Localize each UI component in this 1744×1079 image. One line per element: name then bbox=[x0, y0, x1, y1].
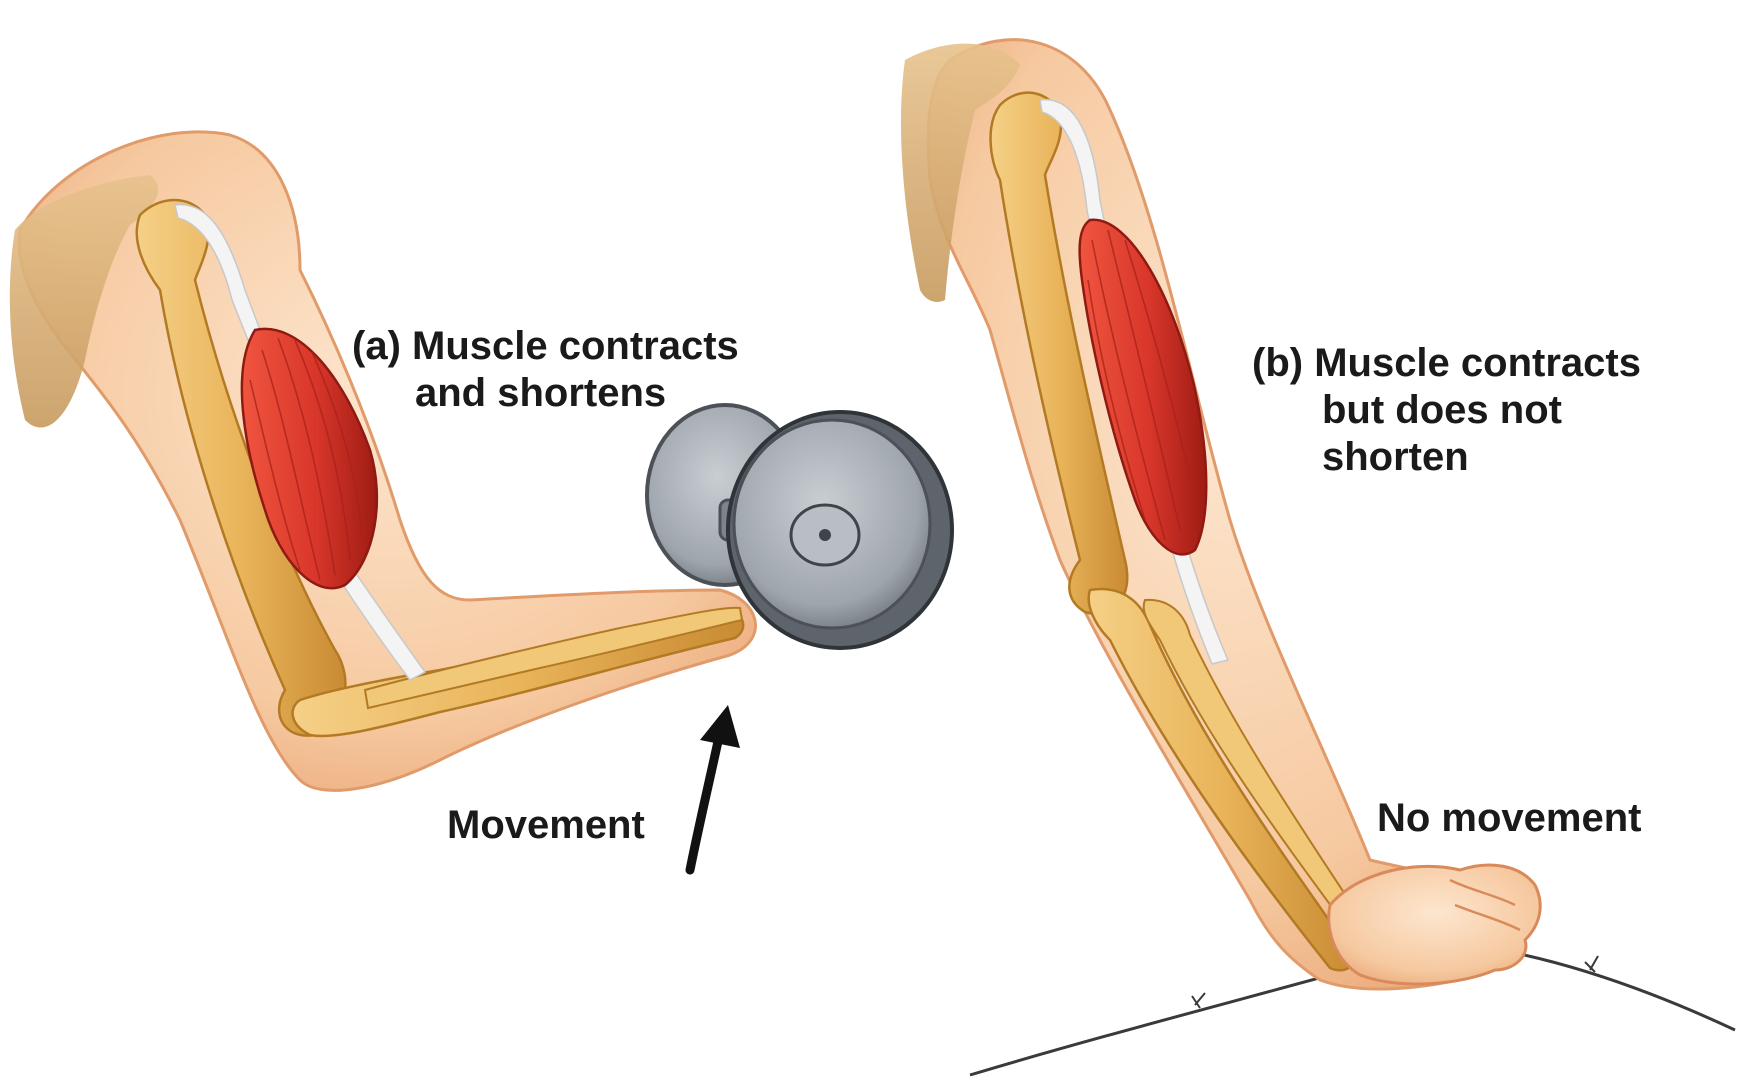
panel-a-caption: (a) Muscle contracts and shortens bbox=[352, 323, 739, 417]
no-movement-label: No movement bbox=[1377, 795, 1642, 842]
wire-barb-2 bbox=[1585, 956, 1598, 972]
panel-b-arm bbox=[901, 40, 1735, 1075]
movement-arrowhead-icon bbox=[700, 705, 740, 748]
panel-a-arm bbox=[10, 132, 756, 791]
panel-a-caption-line-2: and shortens bbox=[352, 370, 739, 417]
panel-b-caption-line-3: shorten bbox=[1252, 434, 1641, 481]
panel-a-caption-line-1: (a) Muscle contracts bbox=[352, 323, 739, 370]
movement-label: Movement bbox=[447, 802, 645, 849]
dumbbell-hub-hole bbox=[819, 529, 831, 541]
panel-b-caption-line-1: (b) Muscle contracts bbox=[1252, 340, 1641, 387]
panel-b-caption: (b) Muscle contracts but does not shorte… bbox=[1252, 340, 1641, 481]
movement-arrow-icon bbox=[690, 732, 720, 870]
panel-b-caption-line-2: but does not bbox=[1252, 387, 1641, 434]
wire-barb-1 bbox=[1192, 993, 1205, 1008]
